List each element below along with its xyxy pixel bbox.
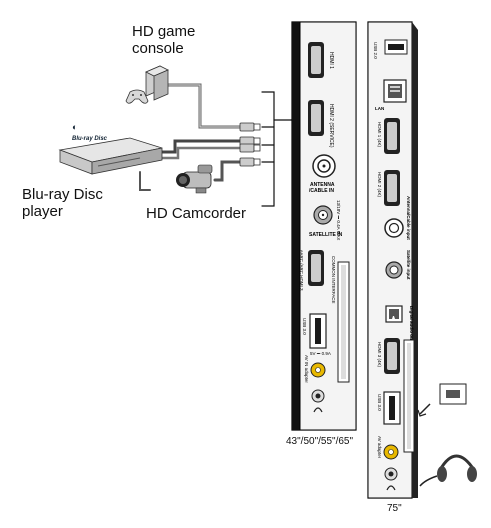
svg-text:USB 2.0: USB 2.0 [373,42,378,59]
small-tv-panel: HDMI 1 HDMI 2 (SERVICE) ANTENNA /CABLE I… [291,21,357,431]
large-tv-panel: USB 2.0 LAN HDMI 1 (4K) HDMI 2 (4K) Ante… [367,21,418,499]
svg-text:HDMI 1 (4K): HDMI 1 (4K) [377,122,382,148]
hdmi1-label: HDMI 1 [328,52,334,69]
ci-card-icon [417,383,467,417]
hdmi3-label: eARC /ARC HDMI 3 [299,250,304,291]
lan-port: LAN [375,79,407,111]
large-hdmi2-port: HDMI 2 (4K) [377,170,400,206]
satellite-power-label: 13/18V ⎓ 0.4A MAX [336,200,341,240]
camcorder-label: HD Camcorder [146,205,247,222]
usb-port: USB 3.0 5V ⎓ 0.9A [302,313,331,356]
svg-text:USB 3.0: USB 3.0 [377,394,382,411]
svg-text:LAN: LAN [375,106,384,111]
svg-text:HDMI 2 (4K): HDMI 2 (4K) [377,172,382,198]
av-label: AV IN adapter [304,355,309,383]
small-panel-caption: 43"/50"/55"/65" [286,436,354,447]
gamepad-icon [125,89,149,104]
usb-power-label: 5V ⎓ 0.9A [310,351,331,356]
ci-slot: COMMON INTERFACE [331,256,350,383]
hdmi1-port: HDMI 1 [308,42,334,78]
av-port: AV IN adapter [304,355,326,383]
svg-text:AV adapter: AV adapter [377,436,382,459]
bluray-player-label: Blu-ray Disc player [22,186,103,220]
large-headphone-jack [384,467,398,491]
svg-text:HDMI 3 (4K): HDMI 3 (4K) [377,342,382,368]
game-console-icon [145,65,169,101]
large-ci-slot [403,339,415,453]
antenna-port: ANTENNA /CABLE IN [309,154,336,194]
svg-text:Satellite input: Satellite input [406,250,411,280]
bluray-player-icon: ◐ Blu-ray Disc [58,122,163,175]
large-panel-caption: 75" [387,503,402,514]
camcorder-icon [176,164,213,194]
bluray-power-cable [139,171,151,191]
bluray-cable [158,139,242,154]
headphone-jack [311,389,325,413]
large-usb30-port: USB 3.0 [377,391,401,425]
game-console-label: HD game console [132,23,196,57]
large-hdmi1-port: HDMI 1 (4K) [377,118,400,154]
hdmi-bracket [261,91,275,207]
hdmi2-label: HDMI 2 (SERVICE) [328,104,334,148]
optical-port: Digital audio out [385,305,414,342]
headphones-icon [419,454,477,487]
large-hdmi3-port: HDMI 3 (4K) [377,338,400,374]
ci-label: COMMON INTERFACE [331,256,336,304]
hdmi-plugs [239,122,261,167]
headphone-icon [313,407,323,413]
svg-text:/CABLE IN: /CABLE IN [309,188,334,194]
large-av-port: AV adapter [377,436,399,460]
usb-label: USB 3.0 [302,318,307,335]
camcorder-cable [213,160,242,182]
game-console-cable [161,83,242,129]
bluray-logo-text: Blu-ray Disc [72,136,108,142]
svg-text:Antenna/Cable input: Antenna/Cable input [406,196,411,240]
hdmi2-port: HDMI 2 (SERVICE) [308,100,334,148]
hdmi3-port: eARC /ARC HDMI 3 [299,250,324,291]
svg-text:Digital audio out: Digital audio out [409,306,414,342]
cables [139,83,293,207]
antenna-label: ANTENNA [310,182,335,188]
satellite-label: SATELLITE IN [309,232,343,238]
usb20-port: USB 2.0 [373,39,408,59]
large-satellite-port: Satellite input [385,250,411,280]
satellite-port: 13/18V ⎓ 0.4A MAX SATELLITE IN [309,200,343,240]
large-antenna-port: Antenna/Cable input [384,196,411,240]
bluray-logo: ◐ [72,122,77,132]
